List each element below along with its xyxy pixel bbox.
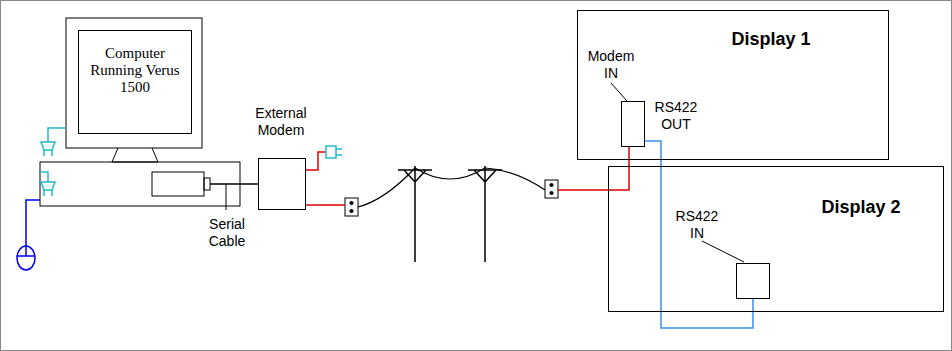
wire-segment <box>358 168 545 207</box>
serial-cable <box>210 184 258 210</box>
display-box: Display 2 RS422 IN <box>608 166 944 312</box>
leader-line <box>611 83 744 262</box>
rs422-cable <box>645 141 753 328</box>
telephone-pole <box>398 166 502 262</box>
power-plug <box>40 128 66 196</box>
wire-segment <box>558 147 629 190</box>
wire-segment <box>645 141 753 328</box>
node-text: Display 1 <box>713 29 829 50</box>
mouse-symbol <box>17 200 40 270</box>
node-text: RS422 OUT <box>649 99 703 133</box>
node-text: Display 2 <box>803 197 919 218</box>
port-box: RS422 IN <box>736 263 770 299</box>
node-text: External Modem <box>241 105 321 139</box>
modem-box: External Modem <box>258 158 306 210</box>
node-text: RS422 IN <box>668 208 726 242</box>
monitor-screen: Computer Running Verus 1500 <box>78 30 192 134</box>
node-text: Computer Running Verus 1500 <box>82 45 188 96</box>
display-box: Display 1Modem INRS422 OUT <box>577 10 889 160</box>
telephone-line <box>306 147 629 207</box>
node-text: Modem IN <box>582 48 640 82</box>
wire-segment <box>306 204 345 206</box>
wall-jack <box>345 180 558 216</box>
cable-label: Serial Cable <box>198 216 256 250</box>
modem-power-cord <box>306 146 342 170</box>
computer-drawing <box>40 18 240 206</box>
port-box: Modem INRS422 OUT <box>621 101 645 147</box>
